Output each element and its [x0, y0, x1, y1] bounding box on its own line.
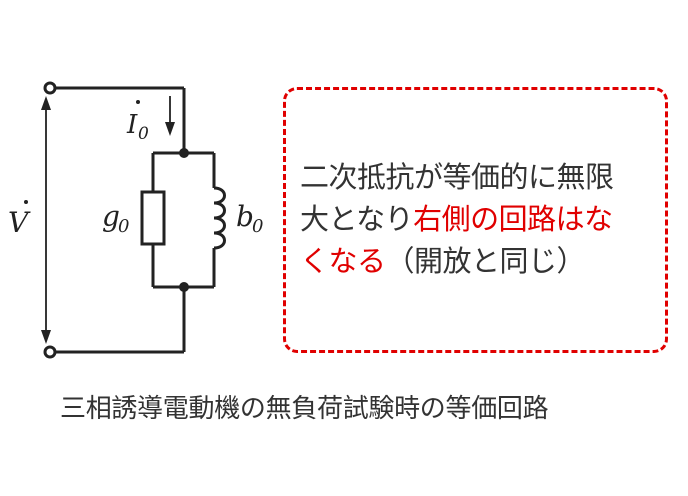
susceptance-inductor [213, 186, 226, 250]
note-line-2: 大となり右側の回路はな [300, 198, 660, 240]
current-label: I [126, 110, 138, 140]
note-line-1: 二次抵抗が等価的に無限 [300, 160, 614, 194]
conductance-label: g [102, 200, 120, 233]
voltage-arrowhead-top [41, 96, 51, 110]
note-line-3-normal: （開放と同じ） [385, 244, 586, 278]
junction-dot-bottom [179, 282, 189, 292]
conductance-resistor [140, 190, 166, 246]
junction-dot-top [179, 148, 189, 158]
note-text: 二次抵抗が等価的に無限 大となり右側の回路はな くなる（開放と同じ） [300, 156, 660, 282]
note-line-3-red: くなる [300, 244, 386, 278]
terminal-top [43, 81, 57, 95]
current-arrowhead [165, 122, 175, 136]
susceptance-subscript: 0 [252, 216, 263, 237]
terminal-bottom [43, 345, 57, 359]
note-box [283, 87, 668, 353]
note-line-2-normal: 大となり [300, 202, 414, 236]
conductance-subscript: 0 [118, 216, 129, 237]
note-line-2-red: 右側の回路はな [413, 202, 613, 236]
voltage-dot [24, 200, 28, 204]
voltage-arrowhead-bottom [41, 330, 51, 344]
voltage-label: V [8, 206, 31, 239]
caption: 三相誘導電動機の無負荷試験時の等価回路 [60, 394, 549, 424]
note-line-3: くなる（開放と同じ） [300, 240, 660, 282]
current-subscript: 0 [138, 124, 149, 144]
current-dot [136, 100, 140, 104]
susceptance-label: b [236, 200, 254, 233]
